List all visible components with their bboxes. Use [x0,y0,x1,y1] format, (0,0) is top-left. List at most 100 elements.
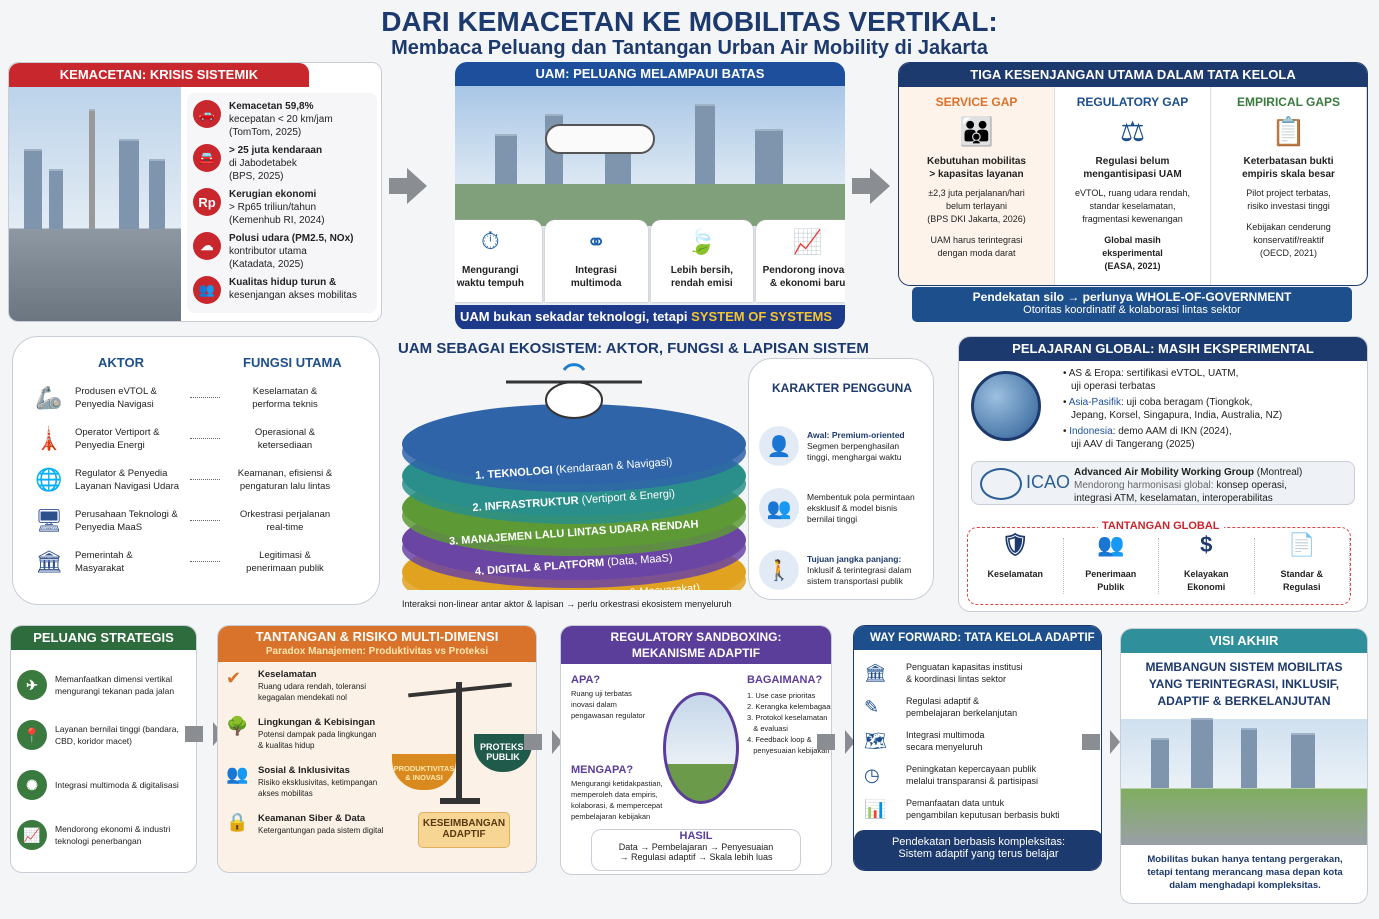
growth-chart-icon: 📈 [17,820,47,850]
global-bullet: • AS & Eropa: sertifikasi eVTOL, UATM,uj… [1063,368,1239,392]
connector-arrow [190,438,220,439]
benefit-card: 📈 Pendorong inovasi& ekonomi baru [756,220,845,302]
global-bullet: • Indonesia: demo AAM di IKN (2024),uji … [1063,426,1232,450]
tree-noise-icon: 🌳 [226,716,249,736]
people-icon: 👥 [193,276,221,304]
vertiport-tower-icon: 🗼 [35,425,63,451]
walking-person-icon: 🚶 [759,550,799,590]
network-icon: ⚭ [586,229,607,256]
feedback-loop-cycle-icon [663,692,739,804]
layer-label: 5. SOSIAL & REGULASI (Kebijakan & Masyar… [447,582,700,590]
traffic-jam-image [9,87,181,321]
user-character-panel: KARAKTER PENGGUNA 👤 Awal: Premium-orient… [748,358,934,600]
result-box: HASIL Data → Pembelajaran → Penyesuaian … [591,829,801,871]
evtol-aircraft-icon [545,124,655,154]
main-subtitle: Membaca Peluang dan Tantangan Urban Air … [391,37,988,59]
vision-title-line: YANG TERINTEGRASI, INKLUSIF, [1148,677,1340,691]
icao-label: ICAO [1026,472,1071,492]
adaptive-regulation-icon: ✎ [864,696,880,717]
flow-arrow [817,730,855,754]
risks-header: TANTANGAN & RISIKO MULTI-DIMENSI [255,629,499,644]
main-title: DARI KEMACETAN KE MOBILITAS VERTIKAL: [381,6,998,37]
actor-row: 🏛 Pemerintah &Masyarakat Legitimasi &pen… [35,548,324,574]
global-header: PELAJARAN GLOBAL: MASIH EKSPERIMENTAL [959,337,1367,361]
actor-row: 🖥 Perusahaan Teknologi &Penyedia MaaS Or… [35,507,331,533]
functions-heading: FUNGSI UTAMA [243,355,342,370]
actor-row: 🦾 Produsen eVTOL &Penyedia Navigasi Kese… [35,384,318,410]
whole-of-government-banner: Pendekatan silo → perlunya WHOLE-OF-GOVE… [912,287,1352,322]
regulatory-sandbox-panel: REGULATORY SANDBOXING:MEKANISME ADAPTIF … [560,625,832,875]
risks-panel: TANTANGAN & RISIKO MULTI-DIMENSI Paradox… [217,625,537,873]
shield-icon: 🛡 [1001,532,1030,557]
globe-icon: 🌐 [35,466,63,492]
trust-clock-icon: ◷ [864,764,880,785]
kemacetan-header: KEMACETAN: KRISIS SISTEMIK [9,63,309,87]
crisis-item: 🚗 Kemacetan 59,8%kecepatan < 20 km/jam(T… [193,100,371,139]
strategic-opportunities-panel: PELUANG STRATEGIS ✈ Memanfaatkan dimensi… [10,625,197,873]
users-heading: KARAKTER PENGGUNA [771,381,912,395]
car-icon: 🚘 [193,144,221,172]
vision-title-line: ADAPTIF & BERKELANJUTAN [1157,694,1331,708]
crisis-item: 👥 Kualitas hidup turun &kesenjangan akse… [193,276,371,304]
crisis-item: Rp Kerugian ekonomi> Rp65 triliun/tahun(… [193,188,371,227]
connector-arrow [190,561,220,562]
clipboard-icon: 📋 [1271,116,1306,147]
scale-icon: ⚖ [1119,116,1146,147]
way-header: WAY FORWARD: TATA KELOLA ADAPTIF [854,626,1101,650]
monitor-icon: 🖥 [35,507,63,533]
actor-row: 🗼 Operator Vertiport &Penyedia Energi Op… [35,425,316,451]
institution-icon: 🏛 [864,662,887,683]
global-challenge: 📄 Standar &Regulasi [1255,534,1350,594]
lock-icon: 🔒 [226,812,249,832]
cloud-icon: ☁ [193,232,221,260]
uam-panel: UAM: PELUANG MELAMPAUI BATAS ⏱ Mengurang… [455,62,845,330]
evtol-city-image [455,86,845,226]
flow-arrow [524,730,562,754]
opportunity-item: ✺ Integrasi multimoda & digitalisasi [17,760,190,810]
system-of-systems-banner: UAM bukan sekadar teknologi, tetapi SYST… [455,305,845,329]
integration-icon: ✺ [17,770,47,800]
bar-chart-icon: 📊 [864,798,887,819]
government-building-icon: 🏛 [35,548,63,574]
risks-subheader: Paradox Manajemen: Produktivitas vs Prot… [265,646,489,657]
globe-icon [971,371,1041,441]
way-forward-item: 🏛 Penguatan kapasitas institusi& koordin… [864,662,1023,684]
icao-logo-icon [980,468,1022,500]
visi-header: VISI AKHIR [1121,629,1367,653]
flow-arrow [1082,730,1120,754]
global-challenge: 🛡 Keselamatan [968,532,1064,594]
icao-box: ICAO Advanced Air Mobility Working Group… [971,461,1355,505]
gap-column: SERVICE GAP 👪 Kebutuhan mobilitas> kapas… [899,87,1055,285]
shield-check-icon: ✔ [226,668,242,688]
governance-gaps-panel: TIGA KESENJANGAN UTAMA DALAM TATA KELOLA… [898,62,1368,286]
system-layers-stack: 5. SOSIAL & REGULASI (Kebijakan & Masyar… [402,363,746,590]
connector-arrow [190,479,220,480]
leaf-icon: 🍃 [686,229,717,256]
evtol-aircraft-icon [506,363,642,419]
vision-caption-line: tetapi tentang merancang masa depan kota [1147,867,1343,878]
ecosystem-title: UAM SEBAGAI EKOSISTEM: AKTOR, FUNGSI & L… [398,340,869,357]
actors-panel: AKTOR FUNGSI UTAMA 🦾 Produsen eVTOL &Pen… [12,336,380,605]
benefit-card: 🍃 Lebih bersih,rendah emisi [650,220,754,302]
group-icon: 👥 [759,488,799,528]
opportunity-item: 📍 Layanan bernilai tinggi (bandara,CBD, … [17,710,190,760]
user-trait: 🚶 Tujuan jangka panjang:Inklusif & terin… [759,539,931,599]
